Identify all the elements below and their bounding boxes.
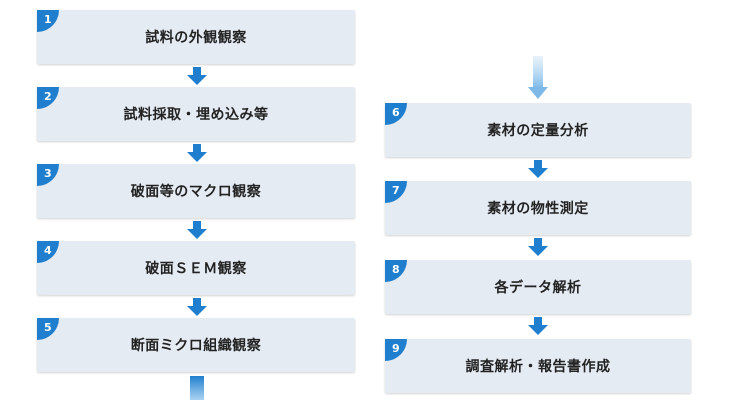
step-3-box: 3 破面等のマクロ観察	[37, 164, 355, 218]
down-arrow-icon	[187, 298, 207, 316]
step-number-badge: 5	[37, 318, 59, 340]
step-7-box: 7 素材の物性測定	[385, 181, 691, 235]
step-label: 試料採取・埋め込み等	[123, 107, 269, 123]
step-4-box: 4 破面ＳＥＭ観察	[37, 241, 355, 295]
step-6-box: 6 素材の定量分析	[385, 103, 691, 157]
step-number-badge: 7	[385, 181, 407, 203]
step-label: 破面ＳＥＭ観察	[145, 261, 247, 277]
step-number-badge: 4	[37, 241, 59, 263]
down-arrow-icon	[187, 144, 207, 162]
step-number-badge: 1	[37, 10, 59, 32]
down-arrow-icon	[528, 317, 548, 335]
step-9-box: 9 調査解析・報告書作成	[385, 339, 691, 393]
step-number-badge: 2	[37, 87, 59, 109]
step-label: 試料の外観観察	[145, 30, 247, 46]
step-8-box: 8 各データ解析	[385, 260, 691, 314]
down-arrow-icon	[187, 67, 207, 85]
step-label: 素材の定量分析	[487, 123, 589, 139]
down-arrow-icon	[187, 221, 207, 239]
step-label: 各データ解析	[494, 280, 582, 296]
step-1-box: 1 試料の外観観察	[37, 10, 355, 64]
step-label: 調査解析・報告書作成	[465, 359, 611, 375]
step-number-badge: 9	[385, 339, 407, 361]
step-number-badge: 6	[385, 103, 407, 125]
continuation-connector	[190, 376, 204, 400]
step-label: 破面等のマクロ観察	[130, 184, 262, 200]
step-number-badge: 3	[37, 164, 59, 186]
step-label: 素材の物性測定	[487, 201, 589, 217]
step-number-badge: 8	[385, 260, 407, 282]
step-2-box: 2 試料採取・埋め込み等	[37, 87, 355, 141]
down-arrow-icon	[528, 238, 548, 256]
continuation-arrow-icon	[528, 56, 548, 100]
step-label: 断面ミクロ組織観察	[130, 338, 262, 354]
step-5-box: 5 断面ミクロ組織観察	[37, 318, 355, 372]
down-arrow-icon	[528, 160, 548, 178]
